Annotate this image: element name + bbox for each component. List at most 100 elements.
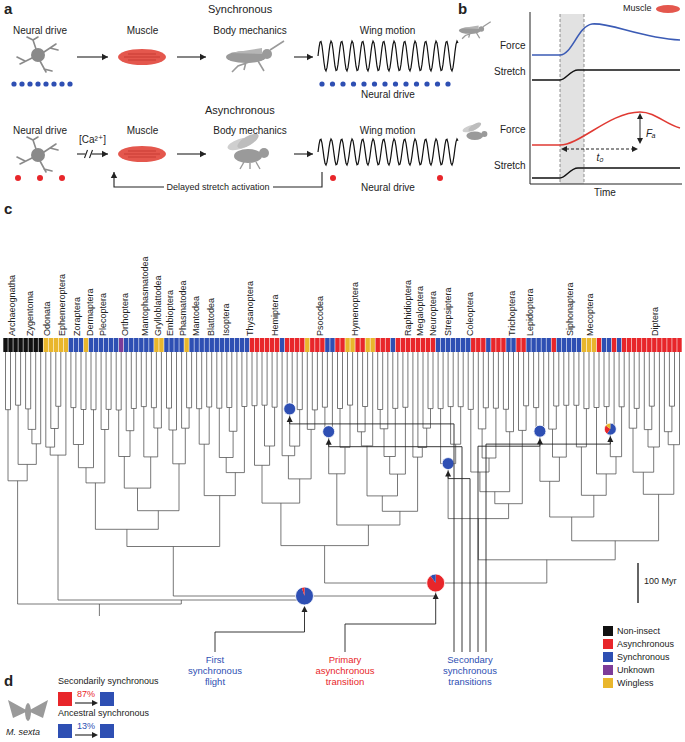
trait-cell	[99, 338, 103, 352]
panel-letter: a	[4, 0, 12, 17]
tree-branch	[252, 352, 257, 406]
trait-cell	[215, 338, 219, 352]
trait-cell	[189, 338, 193, 352]
spike-dot	[372, 81, 377, 86]
arrowhead	[102, 151, 108, 157]
arrowhead	[433, 593, 439, 599]
trait-cell	[64, 338, 68, 352]
state-square	[100, 692, 114, 706]
leader-line	[345, 598, 436, 652]
amplitude-arrow	[640, 118, 641, 139]
tree-branch	[312, 352, 317, 410]
tree-branch	[126, 352, 134, 431]
tree-branch	[325, 352, 333, 432]
tree-branch	[116, 352, 121, 410]
trait-cell	[577, 338, 581, 352]
trait-cell	[260, 338, 264, 352]
tree-branch	[182, 352, 190, 428]
scale-label: 100 Myr	[644, 576, 677, 586]
tree-branch	[378, 352, 383, 410]
tree-branch	[584, 352, 589, 409]
trait-cell	[436, 338, 440, 352]
pie-slice	[427, 574, 445, 592]
spike-dot	[59, 175, 65, 181]
trait-cell	[265, 338, 269, 352]
order-name: Grylloblattodea	[153, 275, 163, 336]
trait-cell	[567, 338, 571, 352]
trait-cell	[250, 338, 254, 352]
tree-branch	[101, 352, 109, 430]
trait-cell	[652, 338, 656, 352]
tree-branch	[95, 483, 158, 529]
order-name: Plecoptera	[98, 293, 108, 336]
tree-branch	[536, 352, 544, 431]
trait-cell	[114, 338, 118, 352]
tree-branch	[506, 352, 514, 432]
trait-cell	[210, 338, 214, 352]
trait-cell	[33, 338, 37, 352]
spike-dot	[35, 81, 40, 86]
trait-cell	[531, 338, 535, 352]
tree-branch	[197, 352, 202, 409]
percent-label: 87%	[77, 689, 95, 699]
node-heading: Body mechanics	[213, 25, 286, 37]
tree-root	[99, 604, 100, 616]
trait-cell	[461, 338, 465, 352]
pie-slice	[302, 587, 305, 596]
trait-cell	[642, 338, 646, 352]
tree-branch	[480, 432, 510, 492]
spike-dot	[51, 81, 56, 86]
tree-branch	[217, 352, 222, 408]
trait-cell	[381, 338, 385, 352]
trait-cell	[617, 338, 621, 352]
panel-letter: d	[4, 672, 13, 689]
trait-cell	[672, 338, 676, 352]
spike-dot	[351, 81, 356, 86]
arrowhead	[200, 54, 206, 60]
tree-branch	[363, 352, 368, 407]
tree-branch	[18, 405, 36, 464]
trait-cell	[285, 338, 289, 352]
legend-text: Asynchronous	[617, 638, 674, 650]
trait-cell	[421, 338, 425, 352]
spike-dot	[340, 81, 345, 86]
tree-branch	[534, 352, 539, 408]
spike-dot	[319, 81, 324, 86]
tree-branch	[482, 408, 496, 458]
tree-branch	[81, 352, 86, 410]
trait-cell	[396, 338, 400, 352]
legend-swatch	[603, 639, 613, 649]
tree-branch	[468, 352, 473, 409]
spike-dot	[382, 81, 387, 86]
legend-text: Synchronous	[617, 651, 670, 663]
order-name: Mantophasmatodea	[140, 256, 150, 336]
arrowhead	[326, 439, 332, 445]
tree-branch	[554, 352, 559, 406]
tree-branch	[644, 352, 652, 430]
tree-branch	[124, 457, 150, 489]
callout-label: Primary asynchronous transition	[300, 655, 390, 688]
tree-branch	[384, 408, 395, 456]
trait-cell	[602, 338, 606, 352]
order-name: Hemiptera	[270, 294, 280, 336]
transition-arrow	[75, 734, 93, 735]
connector	[77, 150, 108, 158]
trait-cell	[547, 338, 551, 352]
tree-branch	[458, 352, 463, 407]
arrowhead	[92, 700, 98, 706]
trait-cell	[350, 338, 354, 352]
tree-branch	[127, 496, 220, 547]
tree-branch	[553, 405, 567, 457]
arrowhead	[102, 54, 108, 60]
trait-cell	[526, 338, 530, 352]
trait-cell	[134, 338, 138, 352]
trait-cell	[300, 338, 304, 352]
trait-cell	[199, 338, 203, 352]
quantity-label: t₀	[597, 152, 604, 164]
trait-cell	[612, 338, 616, 352]
trait-cell	[506, 338, 510, 352]
tree-branch	[265, 405, 275, 446]
leader-line	[329, 444, 462, 652]
tree-branch	[524, 352, 529, 406]
order-name: Ephemeroptera	[57, 274, 67, 336]
